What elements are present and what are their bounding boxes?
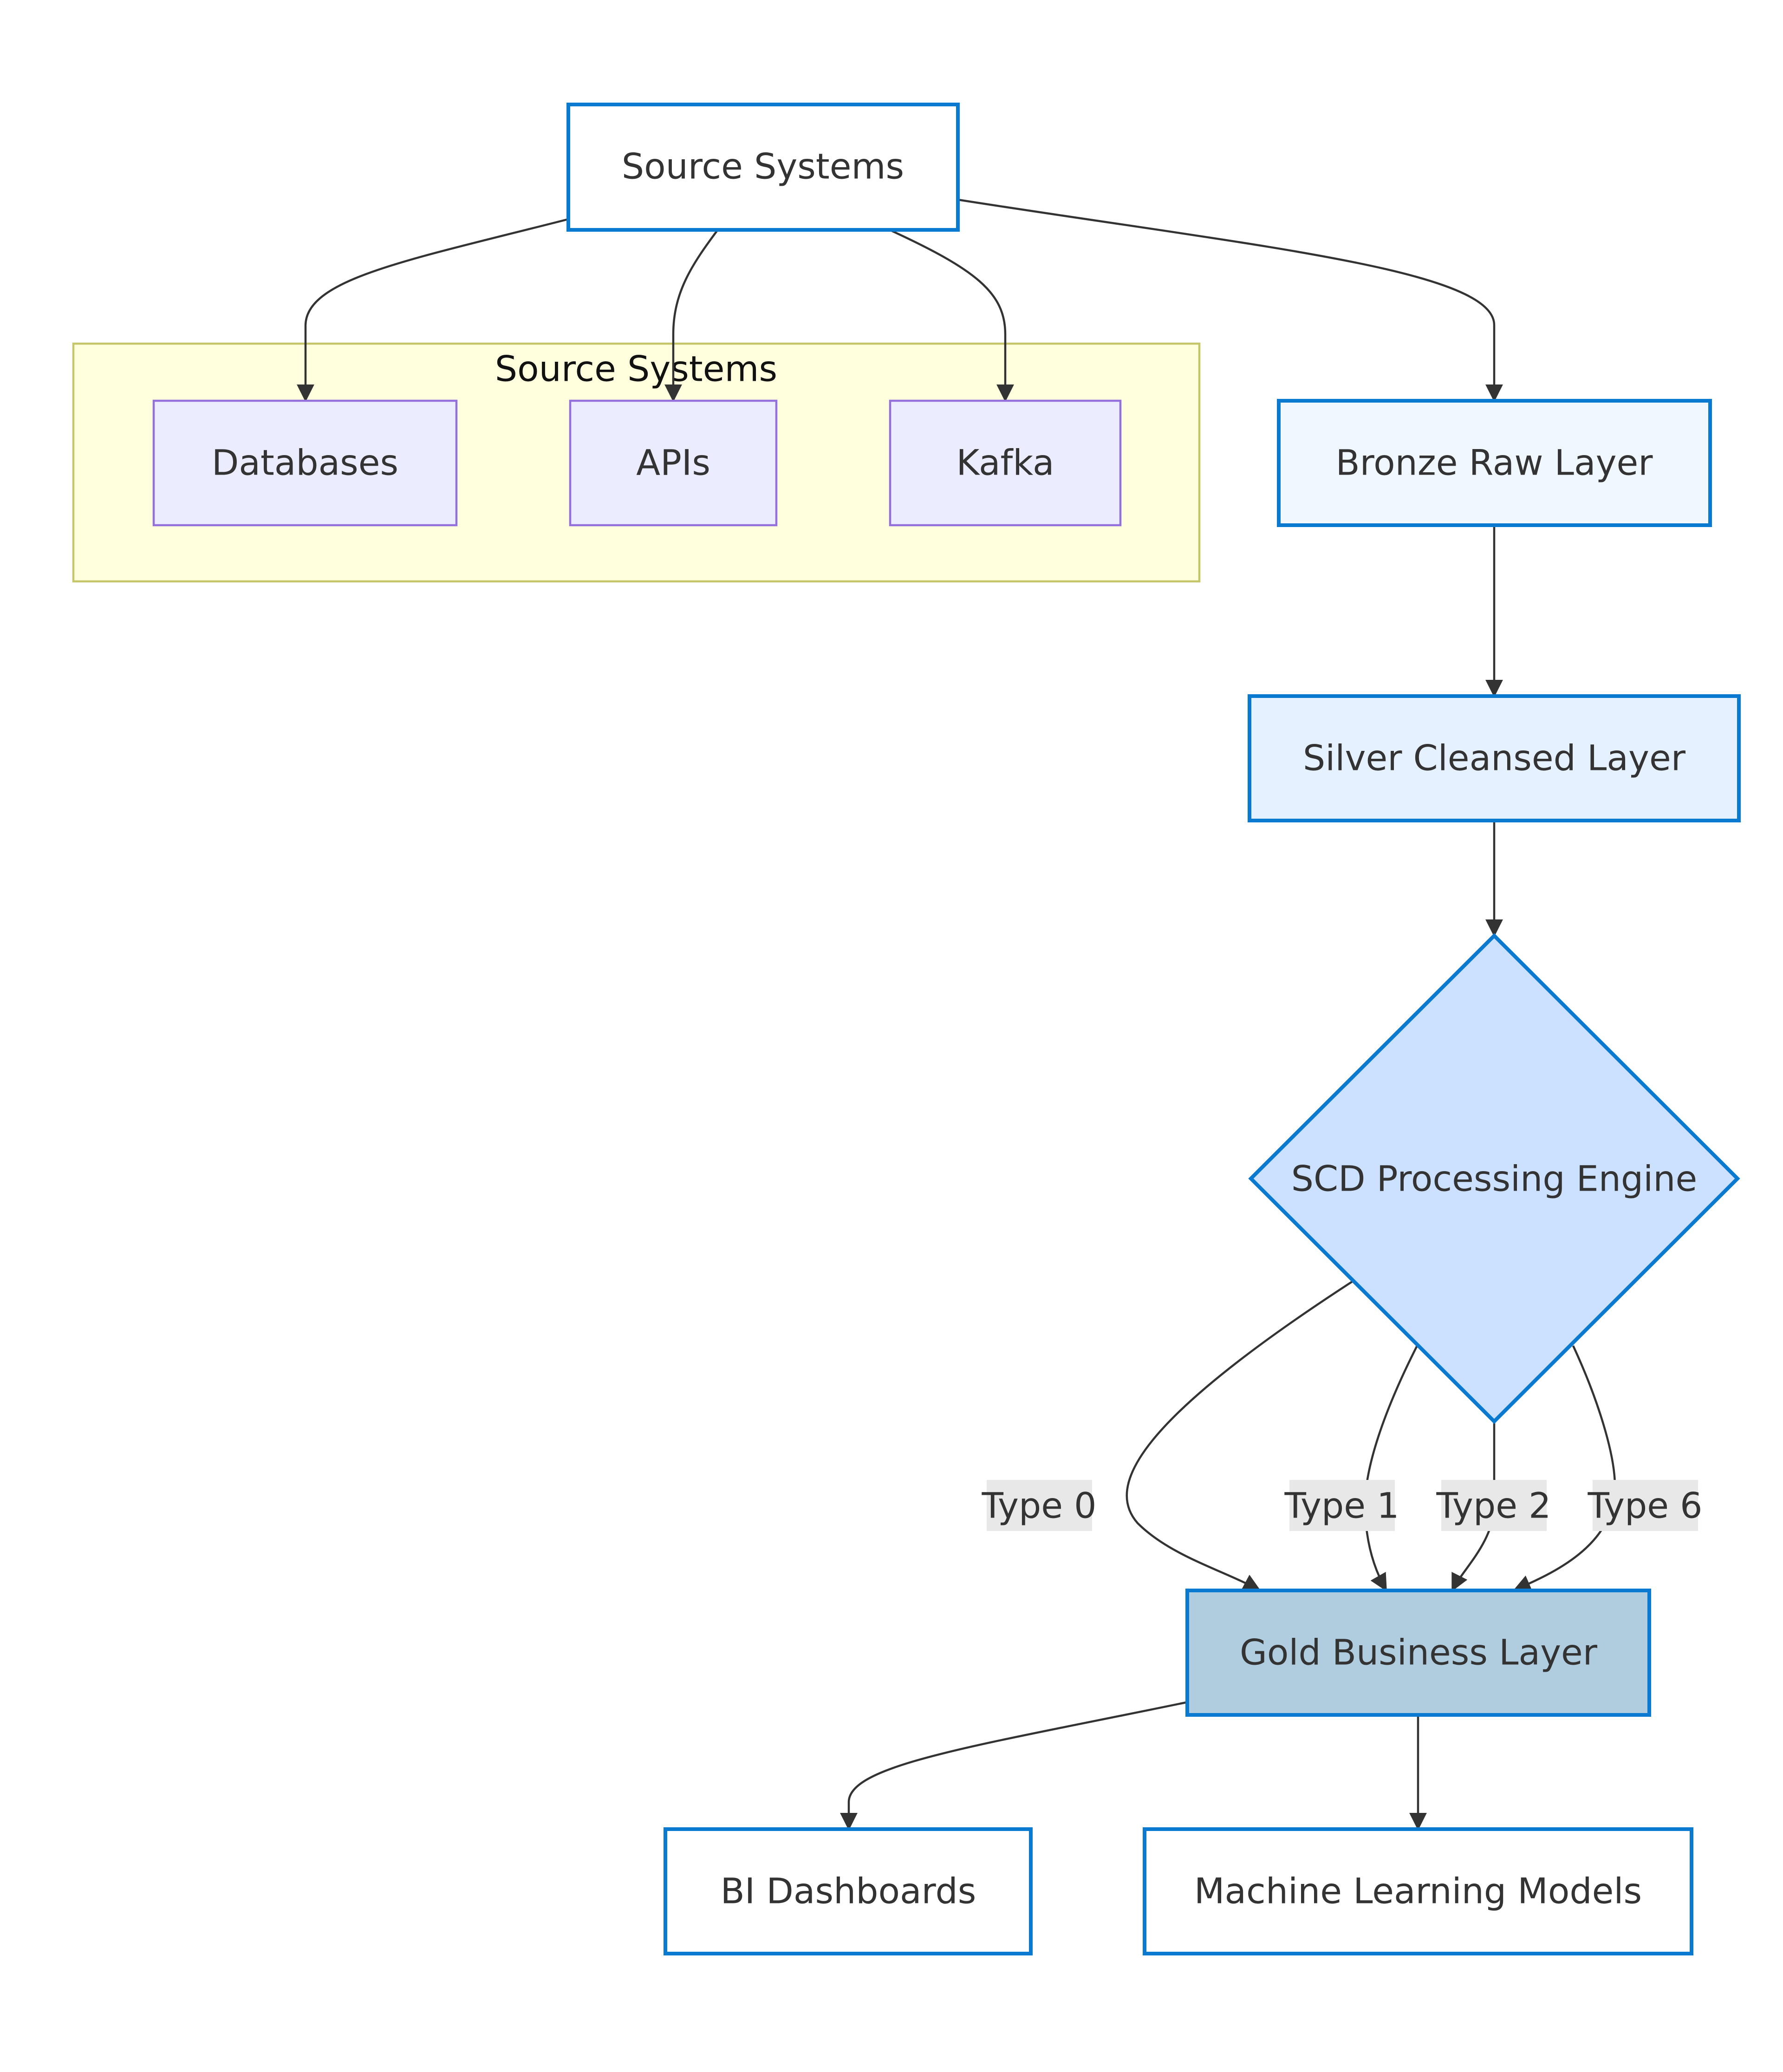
group-source-systems-title: Source Systems bbox=[495, 348, 777, 390]
edge-label-type6-bg bbox=[1593, 1480, 1698, 1531]
node-databases-box[interactable] bbox=[152, 399, 458, 527]
node-gold-business-layer[interactable]: Gold Business Layer bbox=[1185, 1589, 1651, 1717]
node-databases[interactable]: Databases bbox=[152, 399, 458, 527]
node-scd-processing-engine-diamond[interactable] bbox=[1248, 933, 1740, 1424]
edge-label-type1-text: Type 1 bbox=[1284, 1485, 1399, 1526]
node-kafka-label: Kafka bbox=[956, 442, 1054, 483]
edge-label-type0-text: Type 0 bbox=[981, 1485, 1096, 1526]
node-silver-cleansed-layer-label: Silver Cleansed Layer bbox=[1303, 737, 1686, 779]
node-silver-cleansed-layer[interactable]: Silver Cleansed Layer bbox=[1248, 694, 1741, 822]
edge-label-type0: Type 0 bbox=[981, 1480, 1097, 1531]
node-bronze-raw-layer[interactable]: Bronze Raw Layer bbox=[1277, 399, 1712, 527]
node-apis[interactable]: APIs bbox=[569, 399, 778, 527]
node-kafka[interactable]: Kafka bbox=[889, 399, 1122, 527]
edge-source-apis bbox=[664, 229, 718, 402]
node-machine-learning-models-label: Machine Learning Models bbox=[1194, 1870, 1642, 1912]
node-databases-label: Databases bbox=[212, 442, 398, 483]
node-gold-business-layer-box[interactable] bbox=[1185, 1589, 1651, 1717]
node-bi-dashboards-box[interactable] bbox=[664, 1827, 1033, 1955]
node-source-systems-box[interactable] bbox=[566, 103, 960, 232]
node-machine-learning-models[interactable]: Machine Learning Models bbox=[1143, 1827, 1693, 1955]
edge-source-kafka bbox=[890, 229, 1014, 402]
edge-label-type1: Type 1 bbox=[1284, 1480, 1399, 1531]
node-apis-box[interactable] bbox=[569, 399, 778, 527]
edge-label-type2-text: Type 2 bbox=[1436, 1485, 1551, 1526]
node-source-systems-label: Source Systems bbox=[622, 146, 904, 187]
edge-label-type2-bg bbox=[1441, 1480, 1547, 1531]
node-apis-label: APIs bbox=[636, 442, 710, 483]
edge-label-type0-bg bbox=[987, 1480, 1092, 1531]
nodes: Source Systems Databases APIs Kafka Bron… bbox=[152, 103, 1741, 1955]
node-kafka-box[interactable] bbox=[889, 399, 1122, 527]
node-gold-business-layer-label: Gold Business Layer bbox=[1240, 1632, 1598, 1673]
node-scd-processing-engine-label: SCD Processing Engine bbox=[1291, 1158, 1697, 1199]
edge-label-type6: Type 6 bbox=[1587, 1480, 1703, 1531]
node-source-systems[interactable]: Source Systems bbox=[566, 103, 960, 232]
node-bronze-raw-layer-label: Bronze Raw Layer bbox=[1335, 442, 1653, 483]
edge-label-type1-bg bbox=[1289, 1480, 1395, 1531]
node-bi-dashboards[interactable]: BI Dashboards bbox=[664, 1827, 1033, 1955]
node-machine-learning-models-box[interactable] bbox=[1143, 1827, 1693, 1955]
node-scd-processing-engine[interactable]: SCD Processing Engine bbox=[1248, 933, 1740, 1424]
node-silver-cleansed-layer-box[interactable] bbox=[1248, 694, 1741, 822]
edge-gold-bi bbox=[840, 1701, 1187, 1831]
edge-labels: Type 0 Type 1 Type 2 Type 6 bbox=[981, 1480, 1703, 1531]
edge-scd-gold-type1 bbox=[1364, 1345, 1419, 1592]
edge-source-bronze bbox=[957, 198, 1503, 402]
edge-label-type6-text: Type 6 bbox=[1587, 1485, 1702, 1526]
edges bbox=[297, 198, 1616, 1831]
node-bronze-raw-layer-box[interactable] bbox=[1277, 399, 1712, 527]
edge-label-type2: Type 2 bbox=[1436, 1480, 1551, 1531]
edge-scd-gold-type0 bbox=[1126, 1281, 1353, 1591]
node-bi-dashboards-label: BI Dashboards bbox=[721, 1870, 976, 1912]
edge-source-databases bbox=[297, 218, 569, 402]
